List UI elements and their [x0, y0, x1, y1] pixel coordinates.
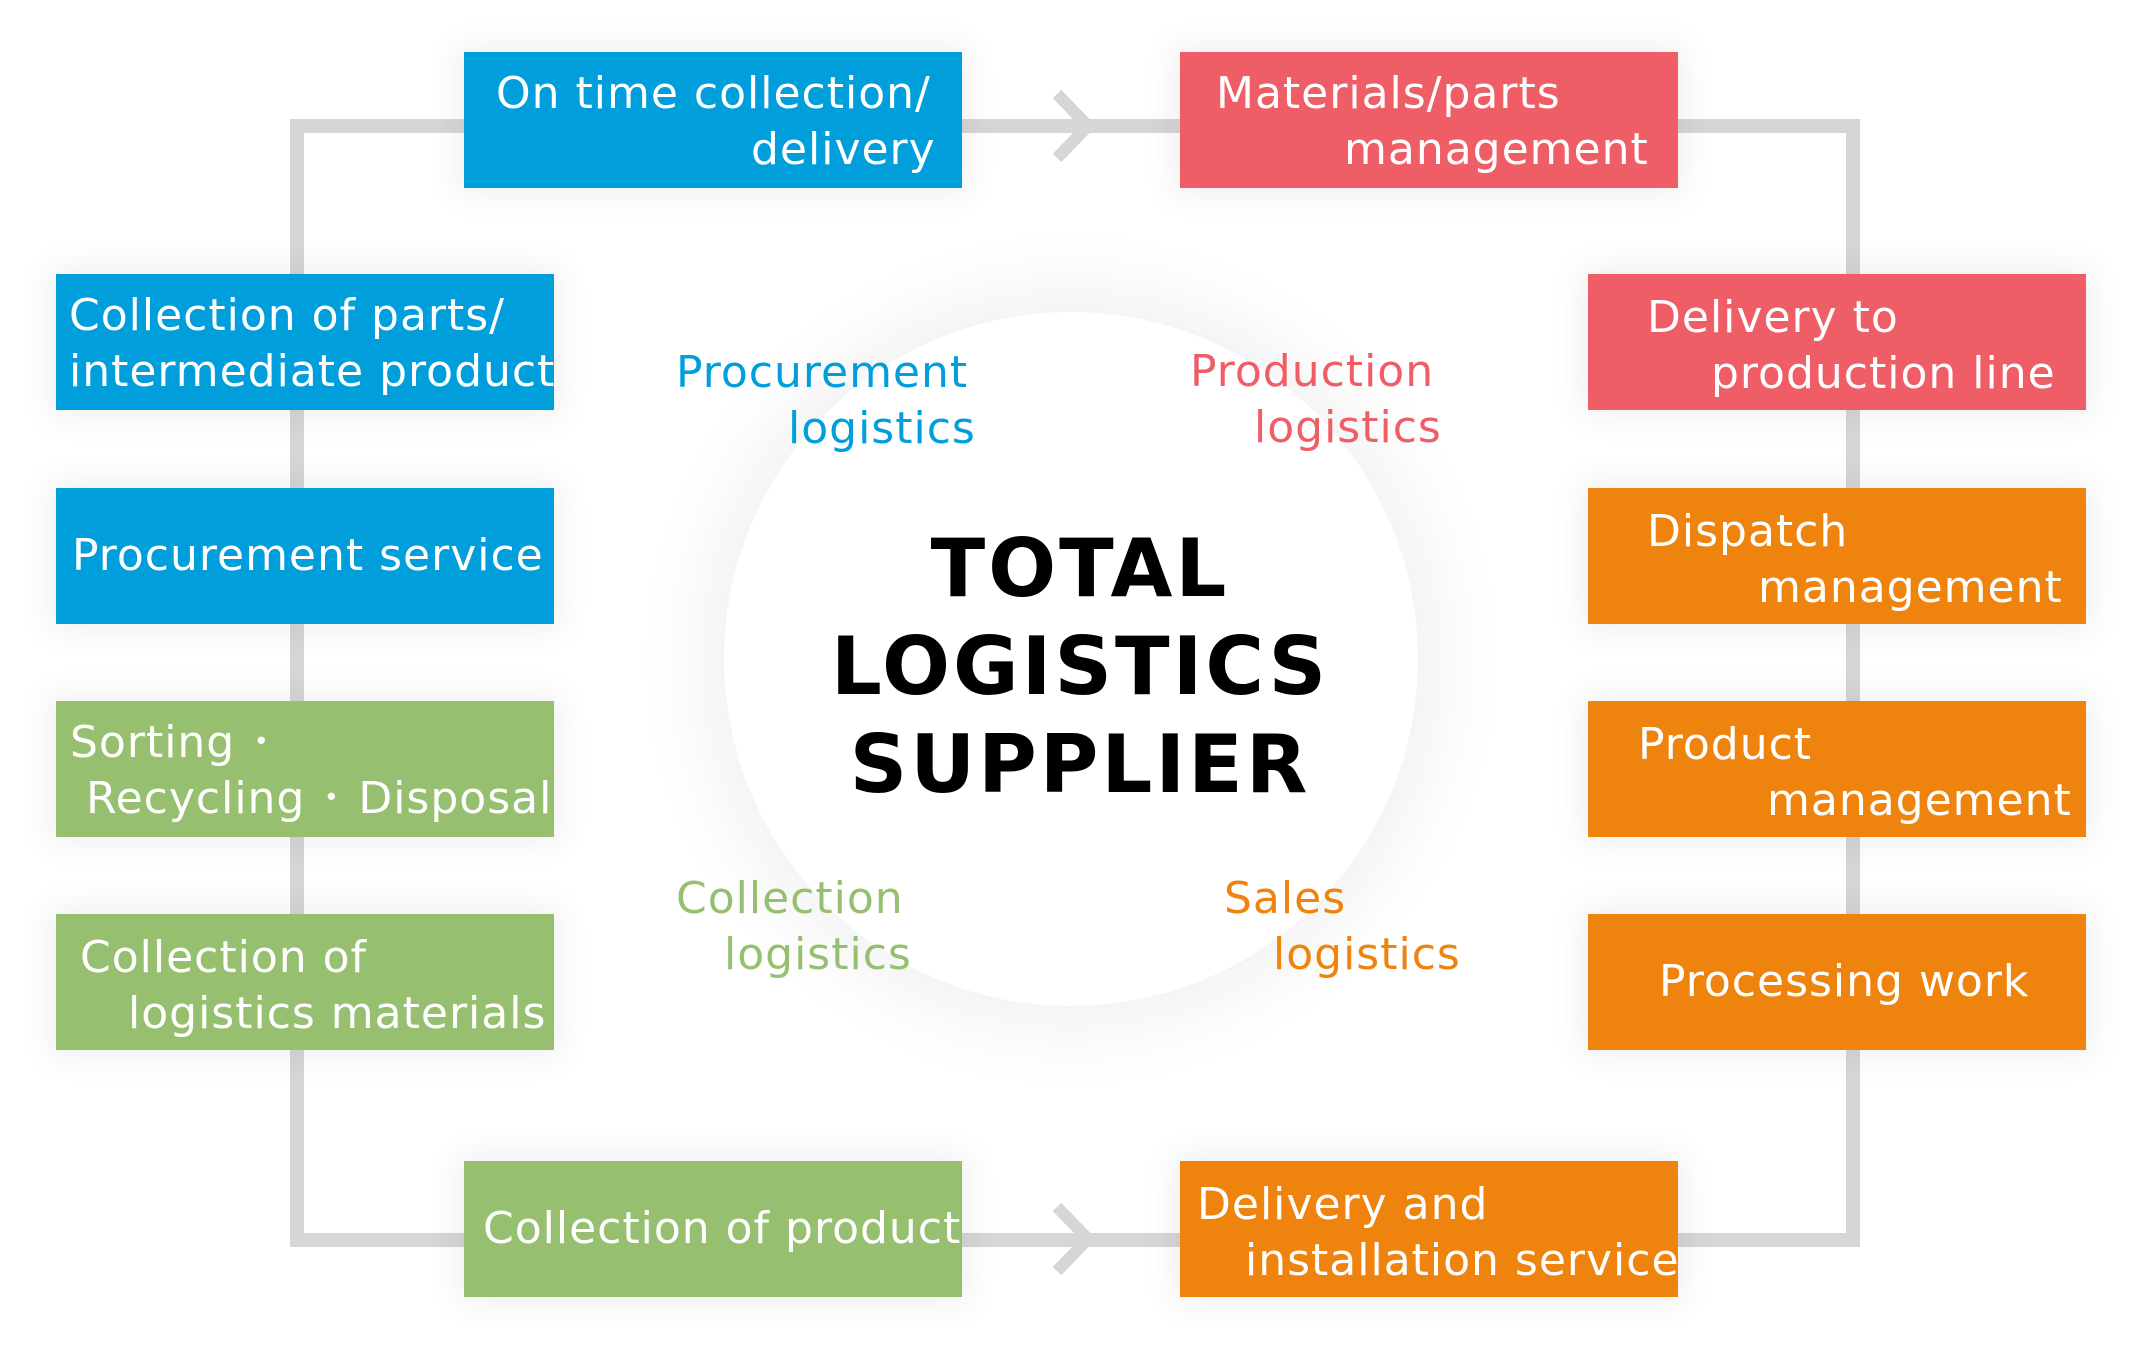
sorting-recycling-disposal-box: Sorting ･ Recycling ･ Disposal [56, 701, 554, 837]
box-line: delivery [751, 124, 936, 175]
category-line: logistics [1254, 402, 1442, 453]
collection-of-parts-box: Collection of parts/ intermediate produc… [56, 274, 554, 410]
category-line: logistics [1273, 929, 1461, 980]
box-line: Delivery to [1647, 292, 1899, 343]
center-title-line: SUPPLIER [849, 718, 1311, 811]
center-circle [724, 312, 1418, 1006]
category-line: Collection [676, 873, 904, 924]
category-line: logistics [724, 929, 912, 980]
box-line: management [1767, 775, 2072, 826]
top-arrow-icon [1052, 89, 1097, 163]
box-line: On time collection/ [496, 68, 931, 119]
category-line: logistics [788, 403, 976, 454]
delivery-installation-service-box: Delivery and installation service [1180, 1161, 1680, 1297]
box-line: Collection of [80, 932, 368, 983]
center-title: TOTAL LOGISTICS SUPPLIER [740, 520, 1420, 814]
box-line: Procurement service [72, 530, 544, 581]
collection-of-logistics-materials-box: Collection of logistics materials [56, 914, 554, 1050]
delivery-to-production-line-box: Delivery to production line [1588, 274, 2086, 410]
box-line: Collection of parts/ [69, 290, 506, 341]
on-time-collection-delivery-box: On time collection/ delivery [464, 52, 962, 188]
processing-work-box: Processing work [1588, 914, 2086, 1050]
box-line: Collection of product [483, 1203, 962, 1254]
category-line: Production [1190, 346, 1435, 397]
box-line: Materials/parts [1216, 68, 1561, 119]
box-line: Product [1638, 719, 1813, 770]
box-line: Processing work [1659, 956, 2030, 1007]
box-line: installation service [1245, 1235, 1680, 1286]
bottom-arrow-icon [1052, 1202, 1097, 1276]
dispatch-management-box: Dispatch management [1588, 488, 2086, 624]
center-title-line: LOGISTICS [830, 620, 1330, 713]
collection-of-product-box: Collection of product [464, 1161, 962, 1297]
box-line: intermediate product [69, 346, 556, 397]
box-line: Dispatch [1647, 506, 1849, 557]
procurement-service-box: Procurement service [56, 488, 554, 624]
category-line: Sales [1224, 873, 1347, 924]
category-line: Procurement [676, 347, 969, 398]
box-line: production line [1711, 348, 2056, 399]
box-line: Recycling ･ Disposal [86, 773, 553, 824]
box-line: management [1344, 124, 1649, 175]
materials-parts-management-box: Materials/parts management [1180, 52, 1678, 188]
box-line: Delivery and [1197, 1179, 1489, 1230]
center-title-line: TOTAL [930, 522, 1230, 615]
box-line: management [1758, 562, 2063, 613]
product-management-box: Product management [1588, 701, 2086, 837]
box-line: Sorting ･ [70, 717, 274, 768]
box-line: logistics materials [128, 988, 547, 1039]
